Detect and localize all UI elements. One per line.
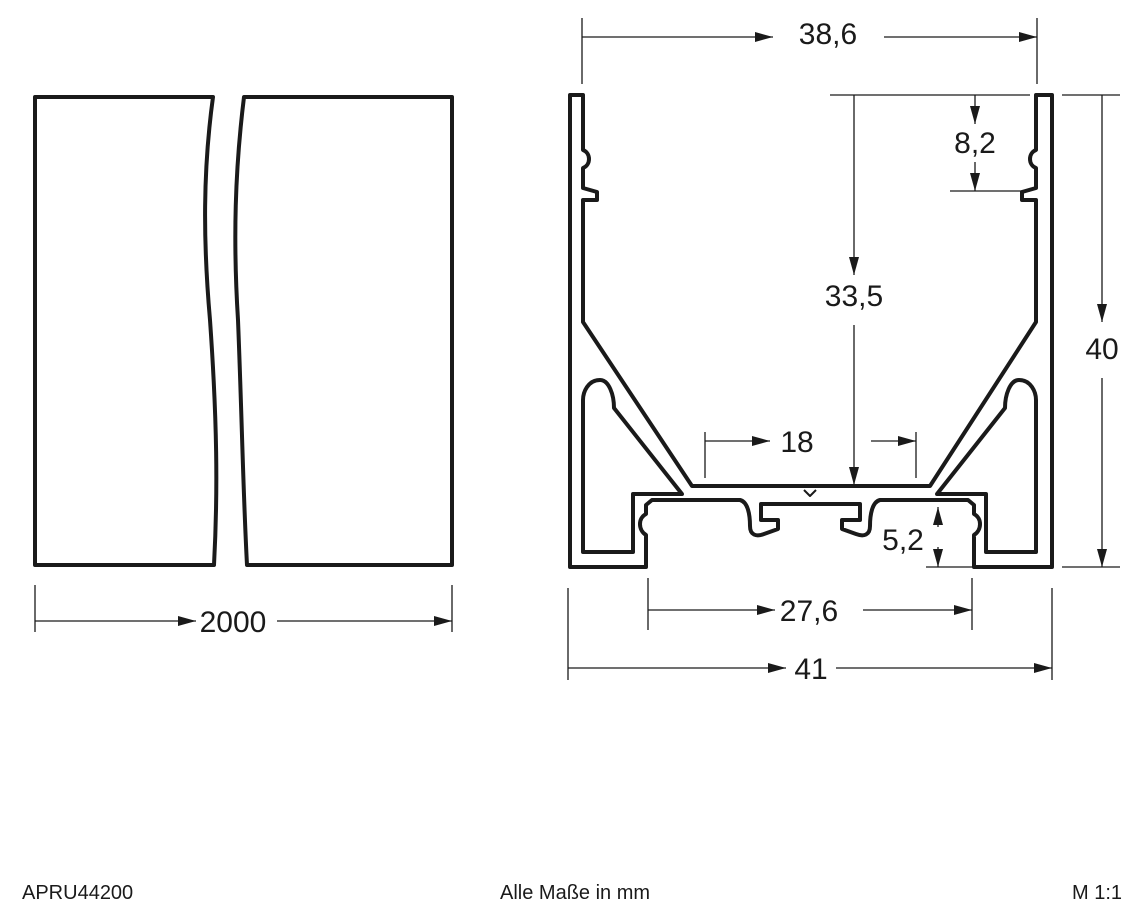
scale-label: M 1:1 (1072, 882, 1123, 904)
units-note: Alle Maße in mm (500, 882, 651, 904)
dim-foot-height-label: 5,2 (882, 524, 924, 557)
dim-channel-label: 18 (780, 426, 813, 459)
right-cavity (935, 378, 1038, 554)
cross-section: 38,6 33,5 8,2 40 18 5,2 27,6 (567, 18, 1120, 686)
dim-clip-depth-label: 8,2 (954, 127, 996, 160)
left-cavity (581, 378, 684, 554)
side-view-left-part (33, 95, 219, 567)
dim-length-label: 2000 (200, 606, 267, 639)
side-view-right-part (233, 95, 454, 567)
article-number: APRU44200 (22, 882, 134, 904)
dim-foot-span-label: 27,6 (780, 595, 838, 628)
side-view: 2000 (33, 95, 454, 639)
dim-inner-height-label: 33,5 (825, 280, 883, 313)
dim-width-label: 41 (794, 653, 827, 686)
dim-height-label: 40 (1085, 333, 1118, 366)
dim-top-width-label: 38,6 (799, 18, 857, 51)
